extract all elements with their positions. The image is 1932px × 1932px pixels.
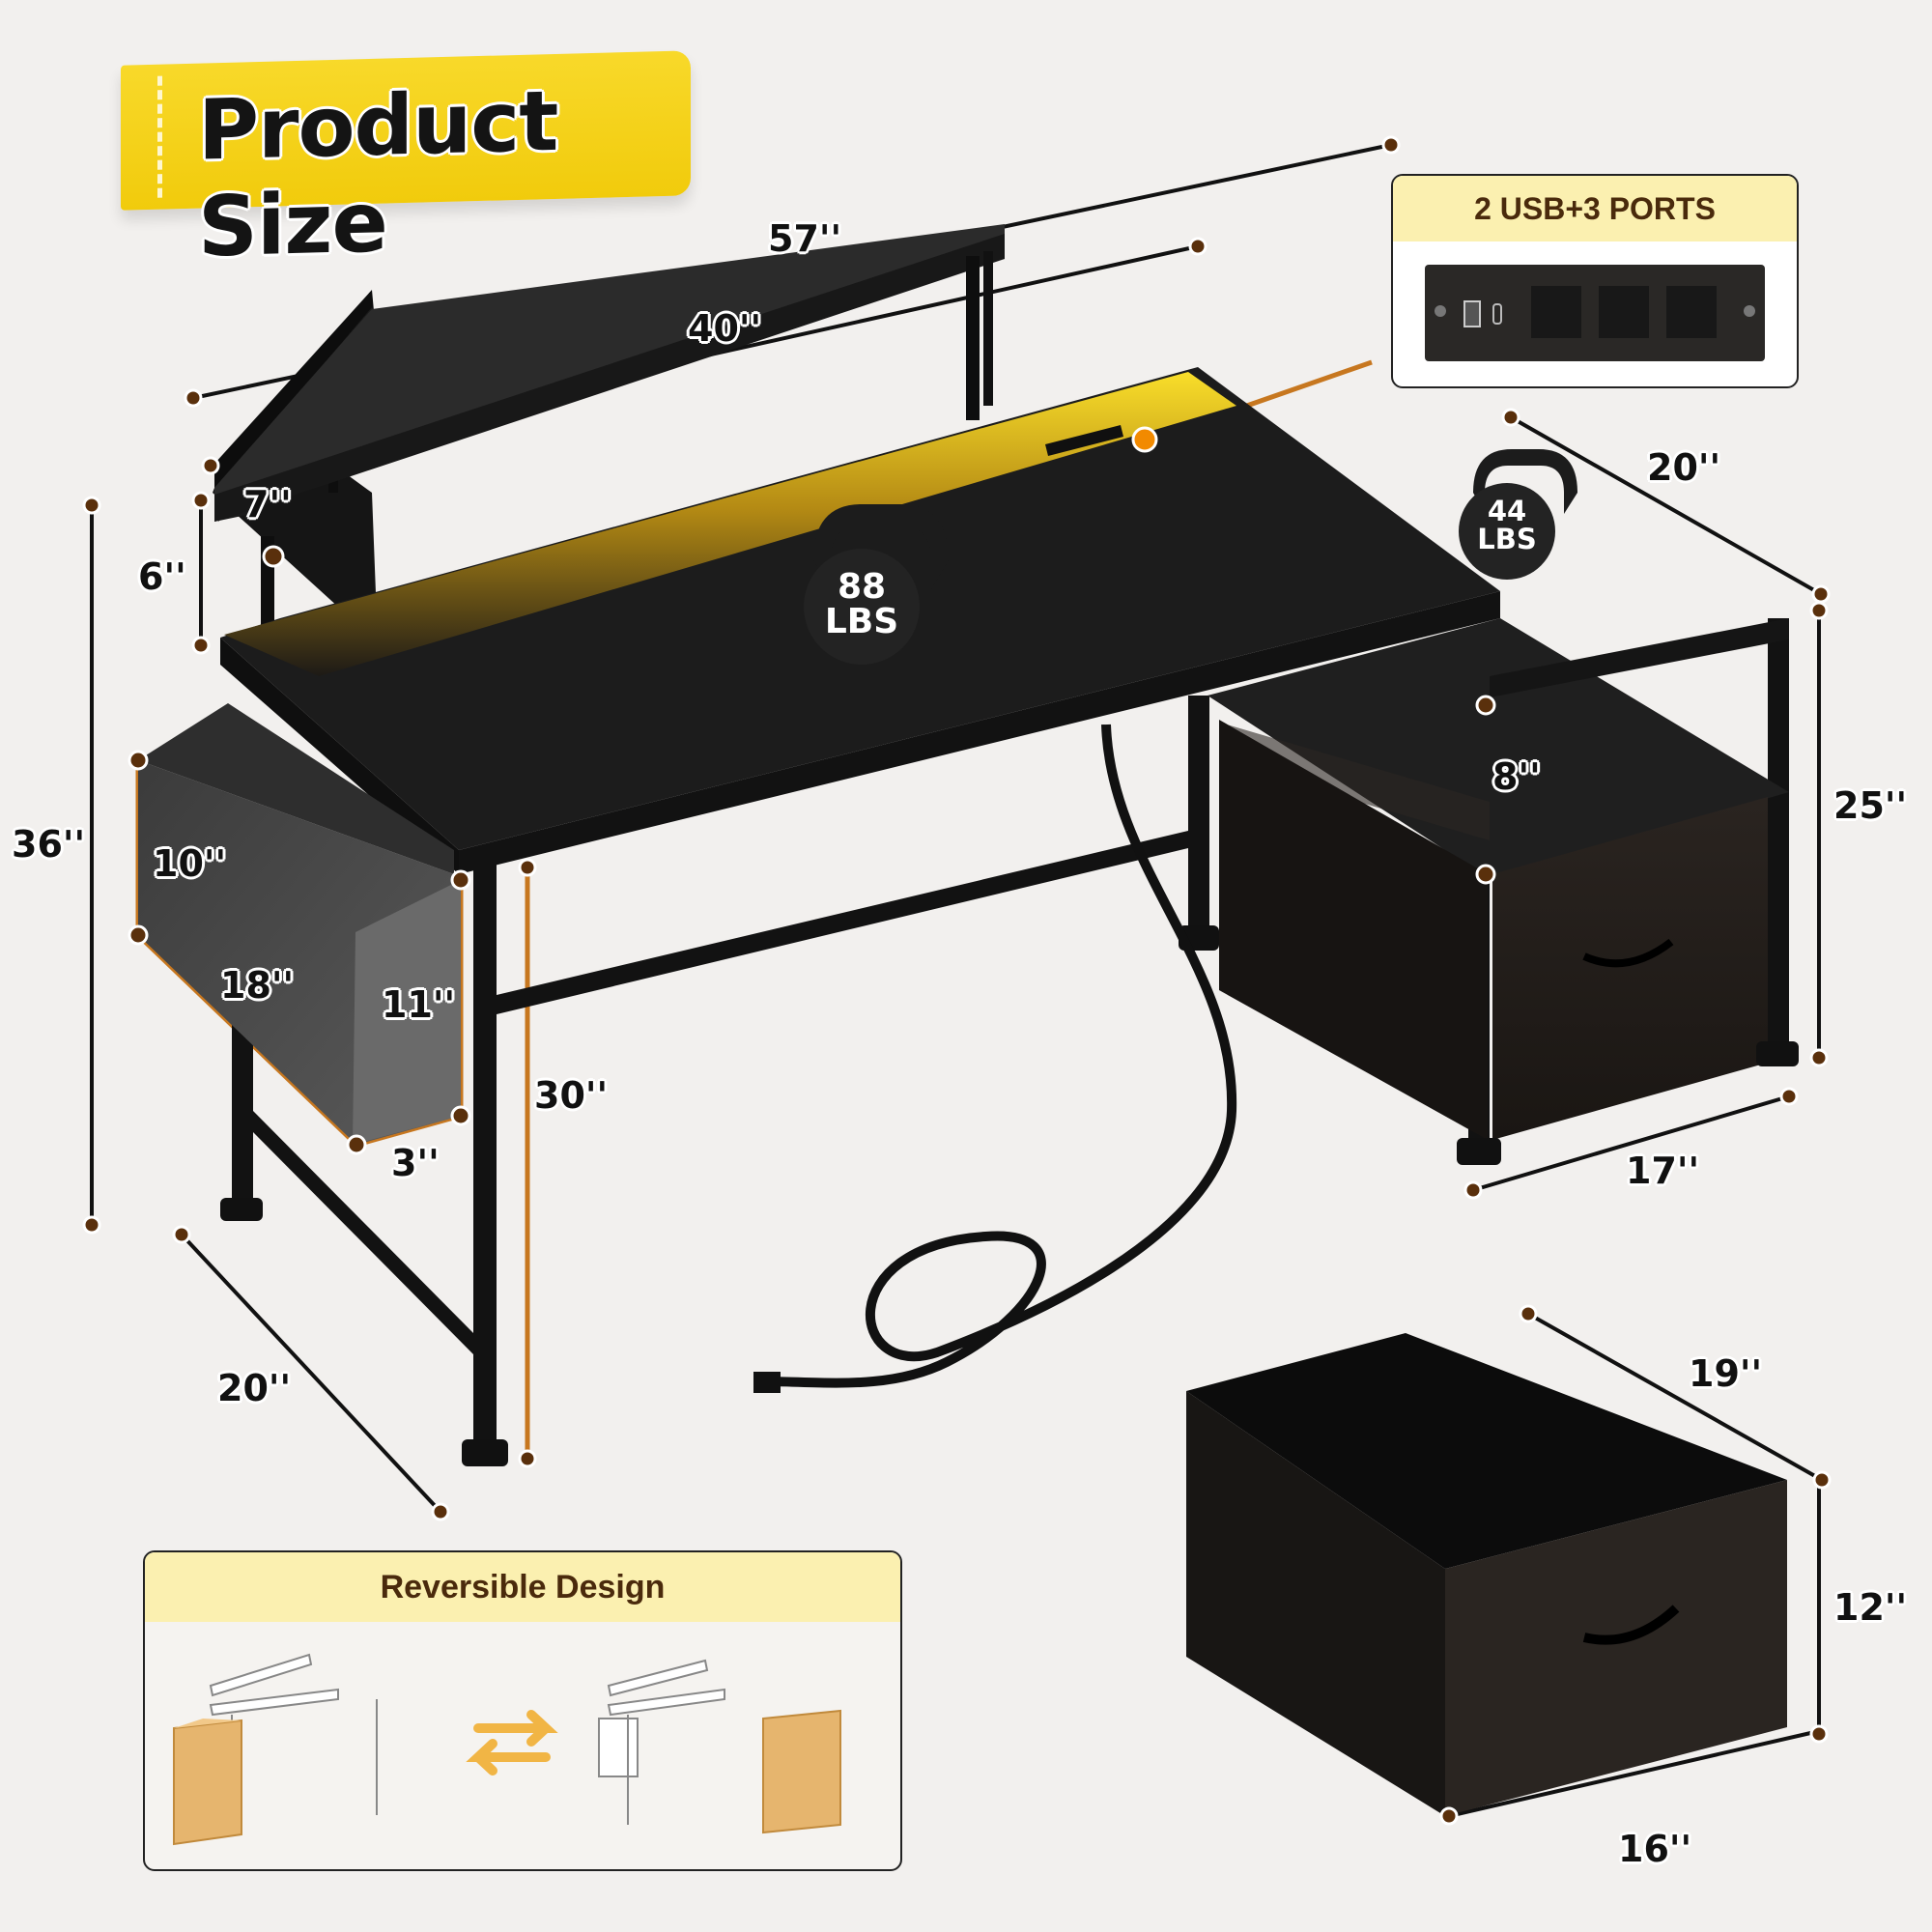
dim-drawer-height: 12'': [1833, 1586, 1908, 1629]
dim-shelf-height: 6'': [138, 555, 186, 598]
dim-bag-width: 3'': [391, 1142, 440, 1184]
swap-arrows-icon: [466, 1710, 558, 1776]
reversible-design-callout: Reversible Design: [143, 1550, 902, 1871]
dim-overall-width: 57'': [768, 217, 842, 260]
kettlebell-icon: [1459, 449, 1577, 580]
desk-weight-value: 88: [837, 567, 887, 607]
dim-cabinet-depth: 20'': [1647, 446, 1721, 489]
desk-weight-unit: LBS: [824, 602, 899, 641]
ports-callout: 2 USB+3 PORTS: [1391, 174, 1799, 388]
dim-drawer-depth: 19'': [1689, 1352, 1763, 1395]
cabinet-weight-label: 44 LBS: [1463, 497, 1550, 554]
outlet-icon: [1531, 286, 1581, 338]
reversible-design-title: Reversible Design: [145, 1552, 900, 1622]
dim-bag-height-side: 11'': [382, 983, 456, 1026]
dim-bag-length: 18'': [220, 964, 295, 1007]
outlet-icon: [1666, 286, 1717, 338]
dim-shelf-width: 40'': [688, 307, 762, 350]
dim-total-height: 36'': [12, 823, 86, 866]
dim-drawer-width: 16'': [1618, 1828, 1692, 1870]
kettlebell-icon: [804, 504, 949, 665]
dim-shelf-depth: 7'': [243, 483, 292, 526]
outlet-icon: [1599, 286, 1649, 338]
dim-cabinet-height: 25'': [1833, 784, 1908, 827]
usb-a-port-icon: [1463, 300, 1481, 327]
ports-callout-title: 2 USB+3 PORTS: [1393, 176, 1797, 242]
cabinet-weight-value: 44: [1487, 495, 1527, 527]
cabinet-weight-unit: LBS: [1477, 523, 1537, 555]
usb-c-port-icon: [1492, 303, 1502, 325]
reversible-diagram: [173, 1653, 841, 1846]
dim-desk-depth: 20'': [217, 1367, 292, 1409]
screw-icon: [1435, 305, 1446, 317]
dimension-dots: [82, 135, 1832, 1826]
desk-weight-label: 88 LBS: [813, 570, 910, 639]
dim-desk-height: 30'': [534, 1074, 609, 1117]
power-strip: [1425, 265, 1765, 361]
dim-cabinet-width: 17'': [1626, 1150, 1700, 1192]
dim-cabinet-open-shelf: 8'': [1492, 755, 1541, 798]
dim-bag-height-front: 10'': [153, 842, 227, 885]
screw-icon: [1744, 305, 1755, 317]
